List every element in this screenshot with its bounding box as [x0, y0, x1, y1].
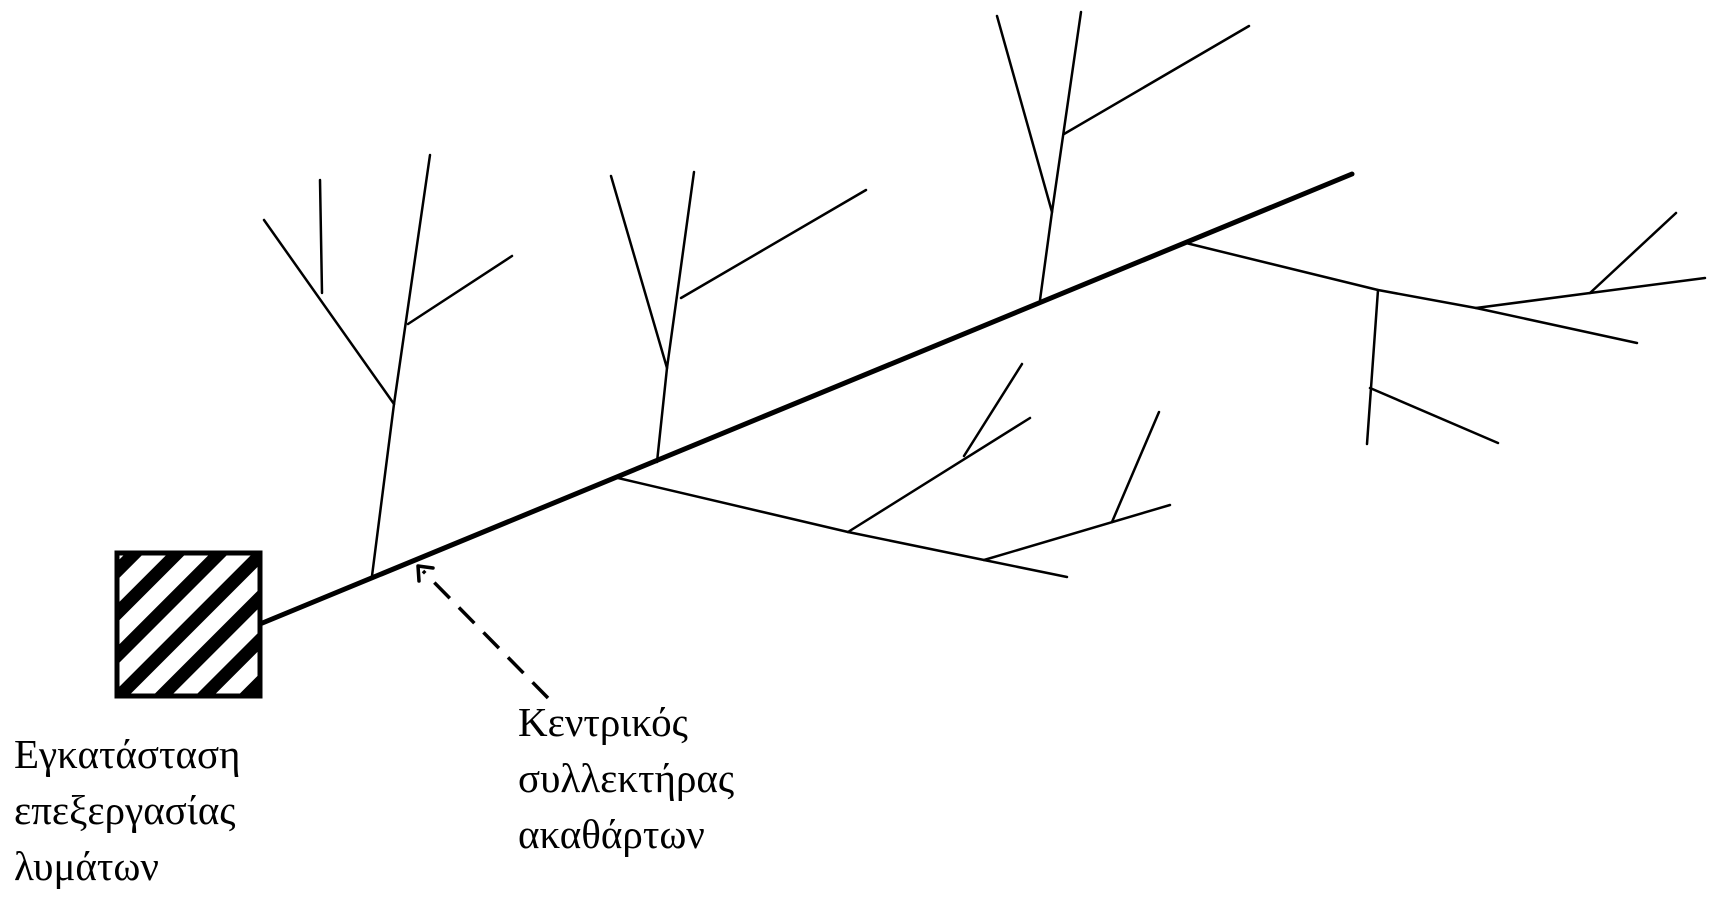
treatment-plant-label-line-3: λυμάτων: [14, 843, 159, 889]
pointer-arrowhead: [416, 564, 435, 583]
treatment-plant-symbol: [114, 550, 263, 699]
branch-1-trunk: [370, 153, 432, 578]
branch-network: [262, 10, 1707, 579]
branch-1-left-limb: [262, 218, 396, 406]
branch-3-trunk: [1038, 10, 1083, 302]
treatment-plant-label-line-1: Εγκατάσταση: [14, 731, 241, 777]
main-sewer-line: [257, 171, 1355, 627]
lower-branch-trunk: [616, 476, 1069, 579]
treatment-plant-label-line-2: επεξεργασίας: [14, 787, 236, 833]
right-branch-down-limb: [1365, 288, 1380, 446]
main-sewer-label-line-3: ακαθάρτων: [518, 811, 705, 857]
lower-branch-twig-a-tip: [962, 362, 1024, 458]
lower-branch-twig-b-tip: [1110, 410, 1161, 524]
lower-branch-twig-b: [982, 503, 1172, 562]
right-branch-lower-twig: [1474, 306, 1639, 345]
branch-3-right-twig: [1062, 24, 1251, 136]
branch-1-right-twig: [406, 254, 514, 326]
branch-2-left-limb: [609, 174, 669, 370]
right-branch-trunk: [1184, 241, 1707, 310]
branch-2-trunk: [655, 170, 696, 464]
branch-1-left-twig: [318, 178, 324, 295]
main-sewer-label-line-1: Κεντρικός: [518, 699, 688, 745]
lower-branch-twig-a: [846, 416, 1032, 534]
branch-3-left-limb: [995, 14, 1054, 214]
treatment-plant-label: Εγκατάσταση επεξεργασίας λυμάτων: [14, 726, 241, 894]
right-branch-down-twig: [1368, 386, 1500, 445]
main-sewer-label: Κεντρικός συλλεκτήρας ακαθάρτων: [518, 694, 734, 862]
pointer-dashed-line: [421, 569, 550, 700]
main-sewer-pointer: [416, 564, 550, 700]
branch-2-right-twig: [679, 188, 868, 300]
right-branch-upper-twig: [1588, 211, 1678, 295]
main-sewer-label-line-2: συλλεκτήρας: [518, 755, 735, 801]
